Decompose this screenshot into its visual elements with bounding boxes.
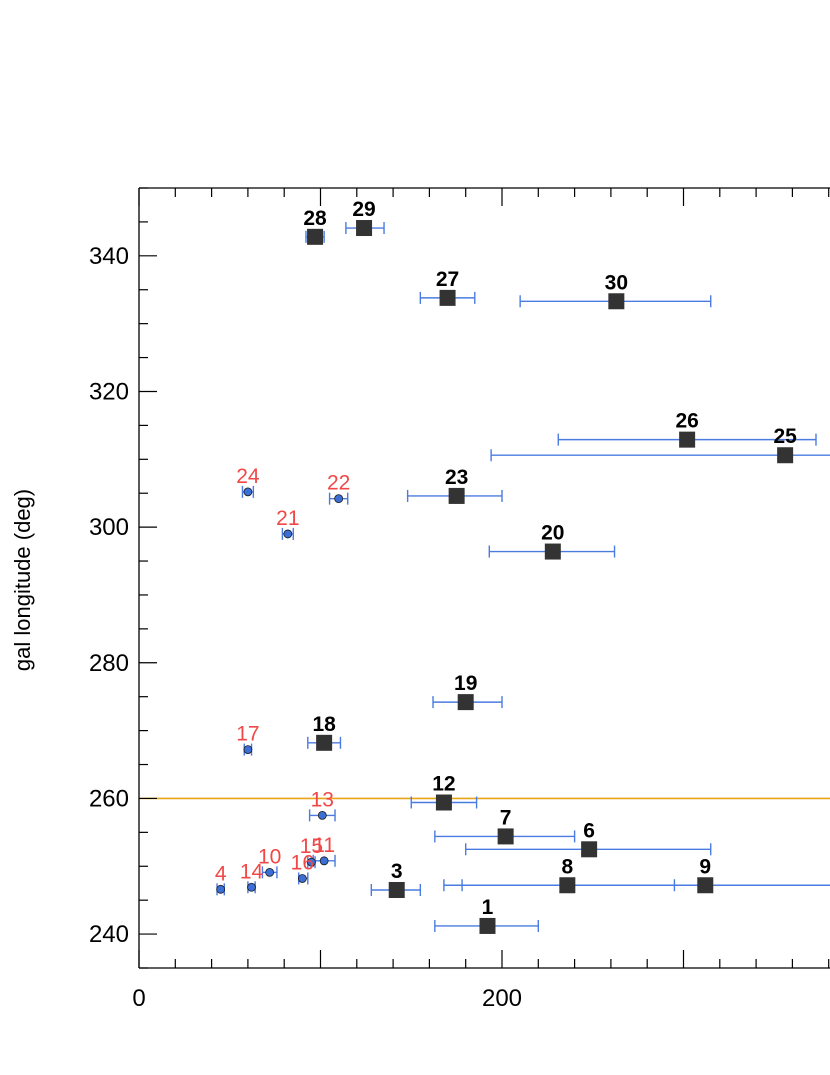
data-point xyxy=(316,734,333,751)
point-label: 4 xyxy=(215,862,227,885)
point-label: 25 xyxy=(773,425,797,448)
point-label: 18 xyxy=(312,713,336,736)
point-label: 27 xyxy=(436,268,459,291)
data-point xyxy=(307,857,316,867)
axes: 240260280300320340020040 xyxy=(89,187,830,1012)
point-label: 12 xyxy=(432,773,455,796)
point-label: 14 xyxy=(240,860,264,883)
data-point xyxy=(247,882,256,892)
point-label: 21 xyxy=(276,507,299,530)
data-point xyxy=(544,543,561,560)
data-point xyxy=(777,447,794,464)
data-point xyxy=(307,228,324,245)
y-tick-label: 340 xyxy=(89,243,129,270)
markers xyxy=(216,220,794,934)
y-tick-label: 260 xyxy=(89,785,129,812)
point-label: 23 xyxy=(445,466,468,489)
data-point xyxy=(479,917,496,934)
y-axis-title: gal longitude (deg) xyxy=(10,489,35,671)
y-tick-label: 240 xyxy=(89,921,129,948)
x-tick-label: 200 xyxy=(482,985,522,1012)
point-label: 10 xyxy=(258,845,281,868)
point-label: 9 xyxy=(699,855,711,878)
point-label: 8 xyxy=(561,855,573,878)
point-label: 28 xyxy=(303,207,327,230)
data-point xyxy=(216,884,226,894)
data-point xyxy=(439,289,456,306)
data-point xyxy=(356,220,373,237)
point-label: 22 xyxy=(327,472,350,495)
point-label: 24 xyxy=(236,465,260,488)
point-label: 3 xyxy=(391,860,403,883)
data-point xyxy=(243,487,253,497)
data-point xyxy=(388,882,405,898)
y-tick-label: 280 xyxy=(89,650,129,677)
data-point xyxy=(581,841,598,858)
data-point xyxy=(697,877,714,894)
data-point xyxy=(265,867,275,877)
data-point xyxy=(679,431,696,448)
data-point xyxy=(319,856,329,866)
data-point xyxy=(317,810,327,820)
x-tick-label: 0 xyxy=(132,985,145,1012)
error-bars xyxy=(216,222,830,932)
data-point xyxy=(297,874,307,883)
point-label: 17 xyxy=(236,723,259,746)
point-label: 13 xyxy=(311,788,334,811)
data-point xyxy=(497,828,514,845)
point-label: 19 xyxy=(454,672,477,695)
data-point xyxy=(334,494,344,504)
y-tick-label: 300 xyxy=(89,514,129,541)
y-tick-label: 320 xyxy=(89,378,129,405)
point-label: 15 xyxy=(300,835,323,858)
point-label: 16 xyxy=(291,851,314,874)
point-label: 7 xyxy=(500,806,512,829)
data-point xyxy=(435,794,452,811)
data-point xyxy=(559,877,576,894)
point-label: 30 xyxy=(605,271,628,294)
data-point xyxy=(243,745,253,754)
data-point xyxy=(608,293,625,310)
point-label: 20 xyxy=(541,522,564,545)
point-label: 26 xyxy=(675,410,698,433)
data-point xyxy=(283,529,293,539)
point-label: 29 xyxy=(352,198,375,221)
point-label: 1 xyxy=(482,896,494,919)
data-point xyxy=(448,487,465,504)
point-label: 11 xyxy=(313,834,335,857)
point-label: 6 xyxy=(583,819,595,842)
data-point xyxy=(457,694,474,711)
